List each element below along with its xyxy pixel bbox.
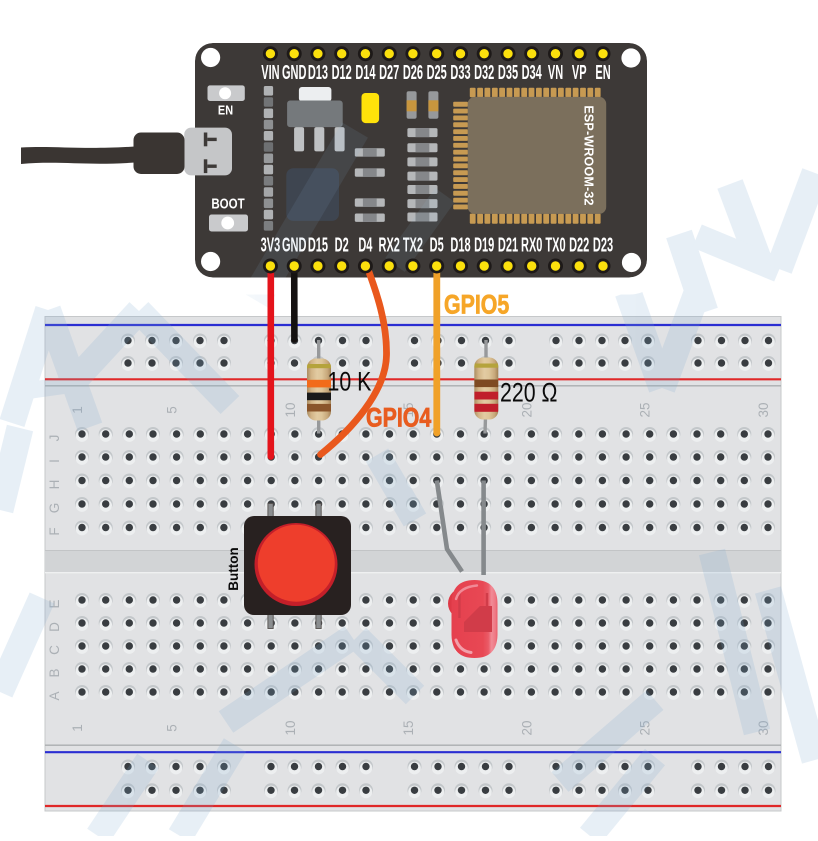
svg-text:D22: D22 bbox=[569, 234, 589, 256]
svg-text:Button: Button bbox=[226, 547, 241, 590]
svg-text:C: C bbox=[47, 645, 62, 655]
svg-text:VIN: VIN bbox=[261, 62, 279, 84]
svg-text:D23: D23 bbox=[593, 234, 613, 256]
svg-text:B: B bbox=[47, 668, 62, 677]
svg-text:A: A bbox=[47, 691, 62, 700]
svg-text:D: D bbox=[47, 622, 62, 632]
svg-text:H: H bbox=[47, 480, 62, 490]
svg-text:D13: D13 bbox=[308, 62, 328, 84]
svg-text:BOOT: BOOT bbox=[211, 195, 245, 212]
svg-text:D35: D35 bbox=[498, 62, 518, 84]
svg-text:3V3: 3V3 bbox=[261, 234, 281, 256]
svg-text:D19: D19 bbox=[474, 234, 494, 256]
svg-text:D32: D32 bbox=[474, 62, 494, 84]
svg-text:TX2: TX2 bbox=[403, 234, 423, 256]
svg-text:5: 5 bbox=[165, 724, 180, 732]
svg-text:D21: D21 bbox=[498, 234, 518, 256]
svg-text:20: 20 bbox=[519, 720, 534, 735]
svg-text:D25: D25 bbox=[427, 62, 447, 84]
svg-text:10 K: 10 K bbox=[328, 367, 372, 397]
svg-text:G: G bbox=[47, 503, 62, 514]
svg-text:5: 5 bbox=[165, 406, 180, 414]
svg-text:1: 1 bbox=[70, 406, 85, 414]
svg-text:D33: D33 bbox=[450, 62, 470, 84]
svg-text:1: 1 bbox=[70, 724, 85, 732]
svg-text:J: J bbox=[47, 435, 62, 442]
svg-text:30: 30 bbox=[756, 402, 771, 417]
svg-text:D14: D14 bbox=[355, 62, 375, 84]
svg-text:ESP-WROOM-32: ESP-WROOM-32 bbox=[582, 105, 596, 205]
svg-text:15: 15 bbox=[401, 402, 416, 417]
svg-text:D34: D34 bbox=[522, 62, 542, 84]
svg-text:RX0: RX0 bbox=[521, 234, 542, 256]
svg-text:10: 10 bbox=[283, 402, 298, 417]
svg-text:TX0: TX0 bbox=[545, 234, 565, 256]
svg-text:GND: GND bbox=[282, 62, 306, 84]
svg-text:10: 10 bbox=[283, 720, 298, 735]
svg-text:D26: D26 bbox=[403, 62, 423, 84]
svg-text:EN: EN bbox=[218, 103, 233, 118]
svg-text:EN: EN bbox=[595, 62, 610, 84]
svg-text:30: 30 bbox=[756, 720, 771, 735]
svg-text:GPIO5: GPIO5 bbox=[444, 290, 509, 320]
svg-text:RX2: RX2 bbox=[379, 234, 400, 256]
svg-text:VN: VN bbox=[548, 62, 563, 84]
svg-text:D2: D2 bbox=[335, 234, 349, 256]
svg-text:D4: D4 bbox=[358, 234, 372, 256]
svg-text:D5: D5 bbox=[430, 234, 444, 256]
svg-text:F: F bbox=[47, 527, 62, 535]
svg-text:GND: GND bbox=[282, 234, 306, 256]
svg-text:GPIO4: GPIO4 bbox=[366, 403, 432, 433]
svg-text:25: 25 bbox=[638, 720, 653, 735]
svg-text:E: E bbox=[47, 599, 62, 608]
svg-text:D12: D12 bbox=[332, 62, 352, 84]
svg-text:25: 25 bbox=[638, 402, 653, 417]
svg-text:D15: D15 bbox=[308, 234, 328, 256]
svg-text:VP: VP bbox=[572, 62, 587, 84]
svg-text:220 Ω: 220 Ω bbox=[500, 378, 557, 408]
svg-text:D27: D27 bbox=[379, 62, 399, 84]
svg-text:D18: D18 bbox=[450, 234, 470, 256]
svg-text:15: 15 bbox=[401, 720, 416, 735]
svg-text:I: I bbox=[47, 459, 62, 463]
svg-text:20: 20 bbox=[519, 402, 534, 417]
